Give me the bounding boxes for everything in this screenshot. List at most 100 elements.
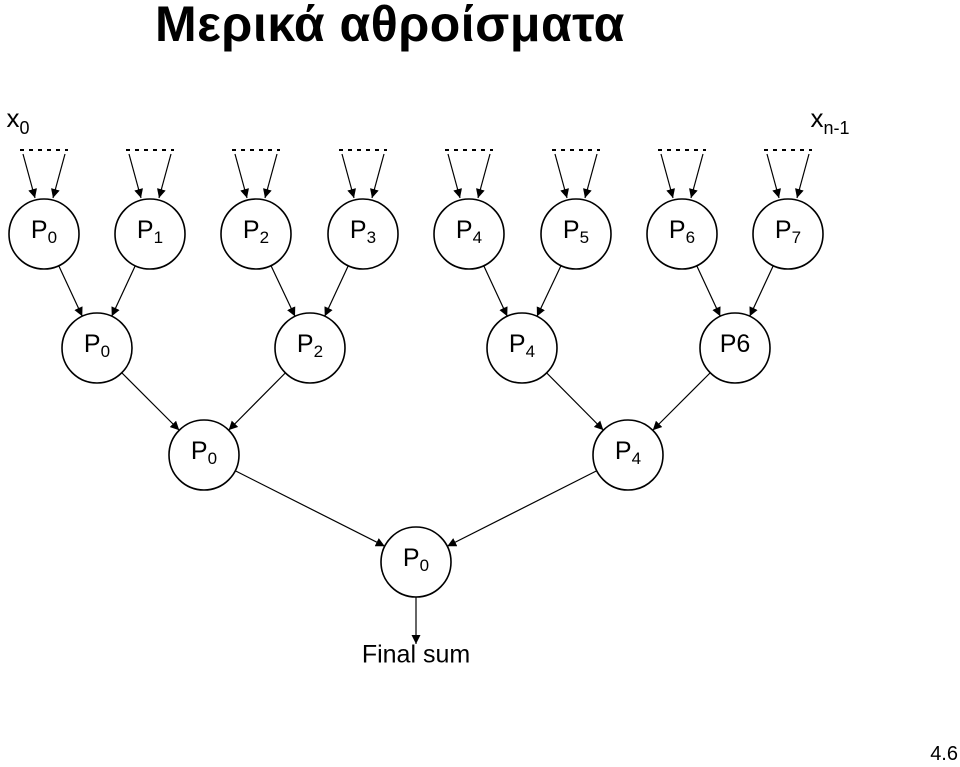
node-circle xyxy=(699,312,771,384)
node-label-base: P xyxy=(84,330,101,358)
node-circle xyxy=(380,526,452,598)
node-label: P7 xyxy=(775,216,801,248)
node-circle xyxy=(61,312,133,384)
node-label-subscript: 3 xyxy=(367,228,376,247)
node-label-subscript: 4 xyxy=(526,342,535,361)
input-arrow-left xyxy=(447,153,462,199)
node-label-base: P xyxy=(297,330,314,358)
node-label-subscript: 4 xyxy=(473,228,482,247)
input-arrow-right xyxy=(583,153,598,199)
tree-edge-arrow xyxy=(228,372,286,431)
node-label: P2 xyxy=(297,330,323,362)
node-circle xyxy=(592,419,664,491)
input-group-0 xyxy=(20,149,68,199)
input-label-x0-subscript: 0 xyxy=(19,118,29,138)
input-arrow-right xyxy=(689,153,704,199)
processor-node-leaves-7: P7 xyxy=(752,198,824,270)
input-arrow-left xyxy=(234,153,249,199)
node-circle xyxy=(168,419,240,491)
input-arrow-right xyxy=(370,153,385,199)
node-circle xyxy=(220,198,292,270)
node-circle xyxy=(274,312,346,384)
tree-edge-arrow xyxy=(483,265,508,317)
node-circle xyxy=(327,198,399,270)
node-label-subscript: 2 xyxy=(314,342,323,361)
processor-node-level-3-1: P4 xyxy=(592,419,664,491)
node-label-base: P xyxy=(775,216,792,244)
input-arrow-right xyxy=(157,153,172,199)
node-circle xyxy=(540,198,612,270)
processor-node-level-2-3: P6 xyxy=(699,312,771,384)
node-circle xyxy=(646,198,718,270)
tree-edge-arrow xyxy=(536,265,562,317)
input-arrow-right xyxy=(476,153,491,199)
processor-node-level-2-0: P0 xyxy=(61,312,133,384)
input-arrow-left xyxy=(341,153,356,199)
input-arrow-right xyxy=(51,153,66,199)
input-arrow-left xyxy=(766,153,781,199)
input-label-xn-1: xn-1 xyxy=(810,103,849,138)
inputs-layer xyxy=(20,149,812,199)
processor-node-level-3-0: P0 xyxy=(168,419,240,491)
node-label-subscript: 0 xyxy=(420,556,429,575)
node-circle xyxy=(8,198,80,270)
node-circle xyxy=(486,312,558,384)
node-label-base: P xyxy=(456,216,473,244)
edges-layer xyxy=(58,265,774,644)
tree-edge-arrow xyxy=(111,265,136,317)
node-label-base: P xyxy=(563,216,580,244)
tree-edge-arrow xyxy=(696,265,721,317)
final-sum-label: Final sum xyxy=(362,641,470,669)
tree-edge-arrow xyxy=(58,265,83,317)
slide-title: Μερικά αθροίσματα xyxy=(155,0,625,52)
tree-edge-arrow xyxy=(324,265,349,317)
processor-node-leaves-0: P0 xyxy=(8,198,80,270)
node-circle xyxy=(114,198,186,270)
node-label-base: P xyxy=(137,216,154,244)
node-label-subscript: 6 xyxy=(686,228,695,247)
input-arrow-left xyxy=(128,153,143,199)
processor-node-leaves-5: P5 xyxy=(540,198,612,270)
processor-node-leaves-1: P1 xyxy=(114,198,186,270)
input-group-2 xyxy=(232,149,280,199)
node-label: P4 xyxy=(509,330,535,362)
tree-edge-arrow xyxy=(270,265,296,317)
node-label-base: P xyxy=(403,544,420,572)
node-label-base: P xyxy=(669,216,686,244)
node-label-subscript: 4 xyxy=(632,449,641,468)
node-label-subscript: 0 xyxy=(48,228,57,247)
tree-edge-arrow xyxy=(121,372,180,431)
input-label-xn-1-subscript: n-1 xyxy=(823,118,849,138)
input-group-5 xyxy=(552,149,600,199)
node-label: P6 xyxy=(720,330,751,358)
processor-node-root-0: P0 xyxy=(380,526,452,598)
node-label: P3 xyxy=(350,216,376,248)
node-label: P2 xyxy=(243,216,269,248)
input-arrow-left xyxy=(554,153,569,199)
input-arrow-right xyxy=(795,153,810,199)
node-label-base: P xyxy=(350,216,367,244)
processor-node-leaves-4: P4 xyxy=(433,198,505,270)
node-label-subscript: 7 xyxy=(792,228,801,247)
input-arrow-left xyxy=(660,153,675,199)
input-group-6 xyxy=(658,149,706,199)
node-label: P5 xyxy=(563,216,589,248)
processor-node-level-2-2: P4 xyxy=(486,312,558,384)
processor-node-leaves-2: P2 xyxy=(220,198,292,270)
input-group-1 xyxy=(126,149,174,199)
node-label-subscript: 1 xyxy=(154,228,163,247)
page-number: 4.6 xyxy=(930,743,958,765)
node-circle xyxy=(752,198,824,270)
node-label: P0 xyxy=(403,544,429,576)
node-label: P0 xyxy=(84,330,110,362)
node-label: P1 xyxy=(137,216,163,248)
node-label-base: P xyxy=(243,216,260,244)
node-label-subscript: 0 xyxy=(208,449,217,468)
processor-node-leaves-6: P6 xyxy=(646,198,718,270)
node-circle xyxy=(433,198,505,270)
node-label-base: P xyxy=(191,437,208,465)
tree-edge-arrow xyxy=(749,265,774,317)
